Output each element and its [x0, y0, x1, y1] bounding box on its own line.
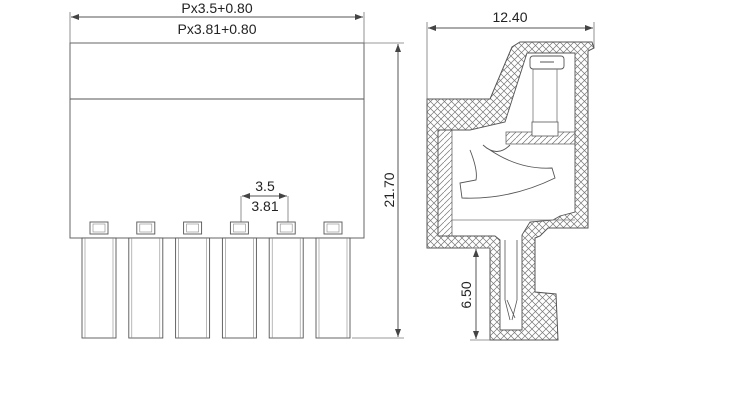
contact-spring [504, 240, 518, 321]
pin-marker-square [323, 221, 343, 235]
release-lever [459, 144, 556, 199]
pin [175, 237, 211, 339]
side-view: 12.40 6.50 [426, 9, 595, 341]
pin-marker-inner [326, 223, 340, 233]
depth-dim: 12.40 [492, 9, 527, 25]
pin-marker-square [136, 221, 156, 235]
pin-marker-square [229, 221, 249, 235]
pin [221, 237, 257, 339]
width-dim-pitch-381: Px3.81+0.80 [177, 21, 256, 37]
pitch-dim-381: 3.81 [251, 198, 278, 214]
height-dim: 21.70 [381, 172, 397, 207]
pin-length-dim: 6.50 [458, 281, 474, 308]
pin [128, 237, 164, 339]
pin [268, 237, 304, 339]
width-dim-pitch-35: Px3.5+0.80 [181, 0, 252, 16]
pin-marker-inner [139, 223, 153, 233]
connector-body [69, 42, 365, 239]
pin-marker-square [276, 221, 296, 235]
pin-marker-inner [92, 223, 106, 233]
spring-section [437, 129, 453, 237]
pin-marker-square [183, 221, 203, 235]
pin-marker-inner [186, 223, 199, 233]
pins [81, 221, 351, 339]
pin [81, 237, 117, 339]
front-view: Px3.5+0.80 Px3.81+0.80 21.70 3.5 3.81 [69, 0, 404, 339]
pin-marker-inner [233, 223, 246, 233]
pin-marker-inner [279, 223, 293, 233]
screw-nut [531, 121, 559, 137]
pin [315, 237, 351, 339]
pin-marker-square [89, 221, 109, 235]
pitch-dim-35: 3.5 [255, 178, 275, 194]
